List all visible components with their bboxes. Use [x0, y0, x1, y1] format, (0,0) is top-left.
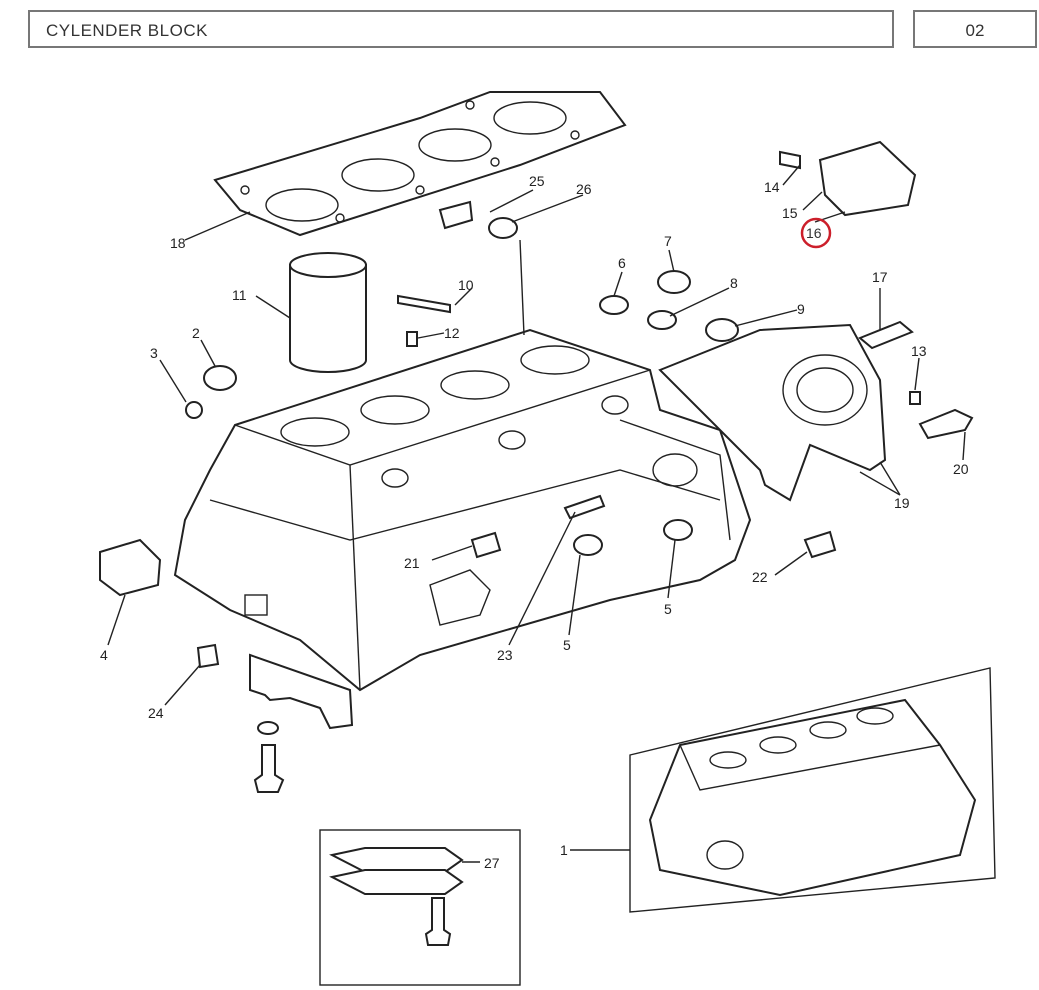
label-3: 3: [150, 345, 158, 361]
label-5a: 5: [563, 637, 571, 653]
label-4: 4: [100, 647, 108, 663]
cylinder-block: [173, 328, 752, 692]
label-19: 19: [894, 495, 910, 511]
label-17: 17: [872, 269, 888, 285]
highlight-ring: [800, 217, 832, 249]
page-number: 02: [965, 21, 985, 40]
label-5b: 5: [664, 601, 672, 617]
label-16: 16: [806, 225, 822, 241]
bearing-cap: [249, 653, 354, 730]
diagram-title: CYLENDER BLOCK: [46, 21, 208, 40]
label-2: 2: [192, 325, 200, 341]
label-1: 1: [560, 842, 568, 858]
label-8: 8: [730, 275, 738, 291]
part-labels: 1 2 3 4 5 5 6 7 8 9 10 11 12 13 14 15 16…: [100, 173, 969, 871]
label-15: 15: [782, 205, 798, 221]
small-parts: [99, 140, 974, 793]
head-gasket: [213, 91, 627, 237]
label-10: 10: [458, 277, 474, 293]
rear-housing: [658, 323, 887, 502]
label-23: 23: [497, 647, 513, 663]
page-number-box: 02: [913, 10, 1037, 48]
label-24: 24: [148, 705, 164, 721]
label-11: 11: [232, 287, 247, 303]
inset-complete-block: [629, 667, 996, 913]
label-14: 14: [764, 179, 780, 195]
label-26: 26: [576, 181, 592, 197]
label-27: 27: [484, 855, 500, 871]
label-6: 6: [618, 255, 626, 271]
cylinder-liner: [289, 252, 367, 373]
label-12: 12: [444, 325, 460, 341]
inset-gasket-bolt: [319, 829, 521, 986]
label-13: 13: [911, 343, 927, 359]
label-7: 7: [664, 233, 672, 249]
leader-lines: [107, 164, 966, 851]
label-9: 9: [797, 301, 805, 317]
label-22: 22: [752, 569, 768, 585]
label-25: 25: [529, 173, 545, 189]
label-20: 20: [953, 461, 969, 477]
label-21: 21: [404, 555, 420, 571]
diagram-title-box: CYLENDER BLOCK: [28, 10, 894, 48]
label-18: 18: [170, 235, 186, 251]
